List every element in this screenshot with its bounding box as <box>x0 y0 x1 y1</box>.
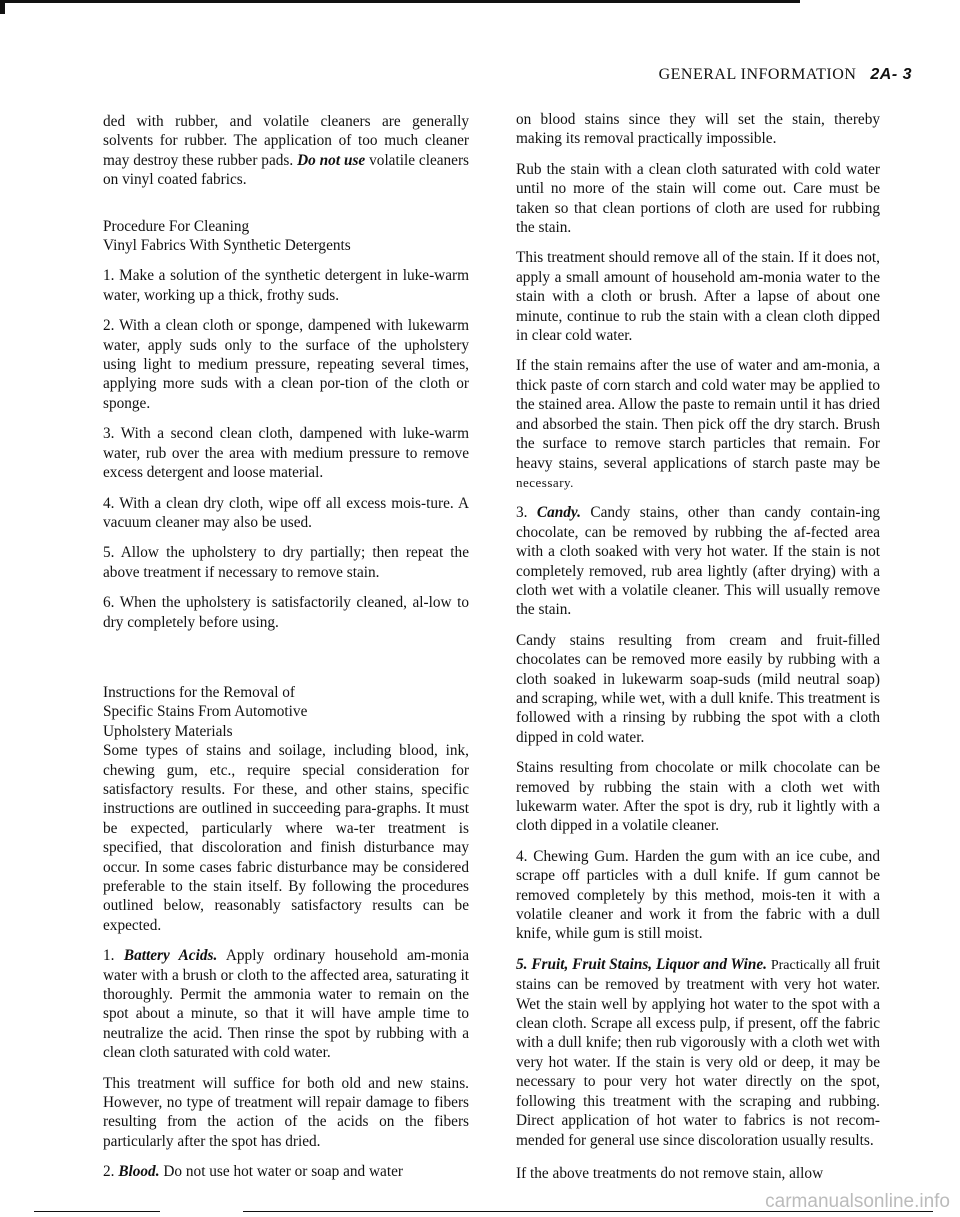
step-3: 3. With a second clean cloth, dampened w… <box>103 425 469 482</box>
stain-intro-paragraph: Some types of stains and soilage, includ… <box>103 742 469 934</box>
heading-vinyl-cleaning: Procedure For Cleaning Vinyl Fabrics Wit… <box>103 217 351 255</box>
battery-acids-title: Battery Acids. <box>123 947 218 965</box>
battery-acids-paragraph: 1. Battery Acids. Apply ordinary househo… <box>103 947 470 1062</box>
blood-paragraph: 2. Blood. Do not use hot water or soap a… <box>103 1163 403 1181</box>
watermark-logo: carmanualsonline.info <box>765 1191 950 1212</box>
step-6: 6. When the upholstery is satisfactorily… <box>103 594 469 631</box>
battery-acids-paragraph-2: This treatment will suffice for both old… <box>103 1074 469 1150</box>
candy-paragraph-2: Candy stains resulting from cream and fr… <box>516 631 880 746</box>
right-column: on blood stains since they will set the … <box>516 110 880 1194</box>
do-not-use-emphasis: Do not use <box>297 151 366 169</box>
page-header: GENERAL INFORMATION 2A- 3 <box>659 66 912 84</box>
step-4: 4. With a clean dry cloth, wipe off all … <box>103 494 469 531</box>
chewing-gum-paragraph: 4. Chewing Gum. Harden the gum with an i… <box>516 847 880 943</box>
final-line: If the above treatments do not remove st… <box>516 1164 824 1182</box>
left-column: ded with rubber, and volatile cleaners a… <box>103 112 469 1193</box>
bottom-rule-right <box>243 1211 933 1212</box>
blood-continued: on blood stains since they will set the … <box>516 111 880 148</box>
fruit-paragraph: 5. Fruit, Fruit Stains, Liquor and Wine.… <box>516 955 881 1149</box>
blood-paragraph-4: If the stain remains after the use of wa… <box>516 357 880 490</box>
candy-title: Candy. <box>536 504 581 522</box>
heading-stain-removal: Instructions for the Removal of Specific… <box>103 683 308 740</box>
header-title: GENERAL INFORMATION <box>658 66 857 83</box>
fruit-title: 5. Fruit, Fruit Stains, Liquor and Wine. <box>516 955 767 973</box>
section-number: 2A- 3 <box>870 66 912 83</box>
blood-paragraph-3: This treatment should remove all of the … <box>516 249 880 345</box>
blood-paragraph-2: Rub the stain with a clean cloth saturat… <box>516 160 880 237</box>
top-left-mark <box>0 0 5 14</box>
blood-title: Blood. <box>118 1163 160 1181</box>
candy-paragraph-3: Stains resulting from chocolate or milk … <box>516 759 880 835</box>
step-5: 5. Allow the upholstery to dry partially… <box>103 544 469 581</box>
intro-paragraph: ded with rubber, and volatile cleaners a… <box>103 113 470 189</box>
step-2: 2. With a clean cloth or sponge, dampene… <box>103 317 469 412</box>
step-1: 1. Make a solution of the synthetic dete… <box>103 267 469 304</box>
bottom-rule-left <box>34 1211 160 1212</box>
top-border-rule <box>0 0 800 3</box>
candy-paragraph: 3. Candy. Candy stains, other than candy… <box>516 504 881 619</box>
